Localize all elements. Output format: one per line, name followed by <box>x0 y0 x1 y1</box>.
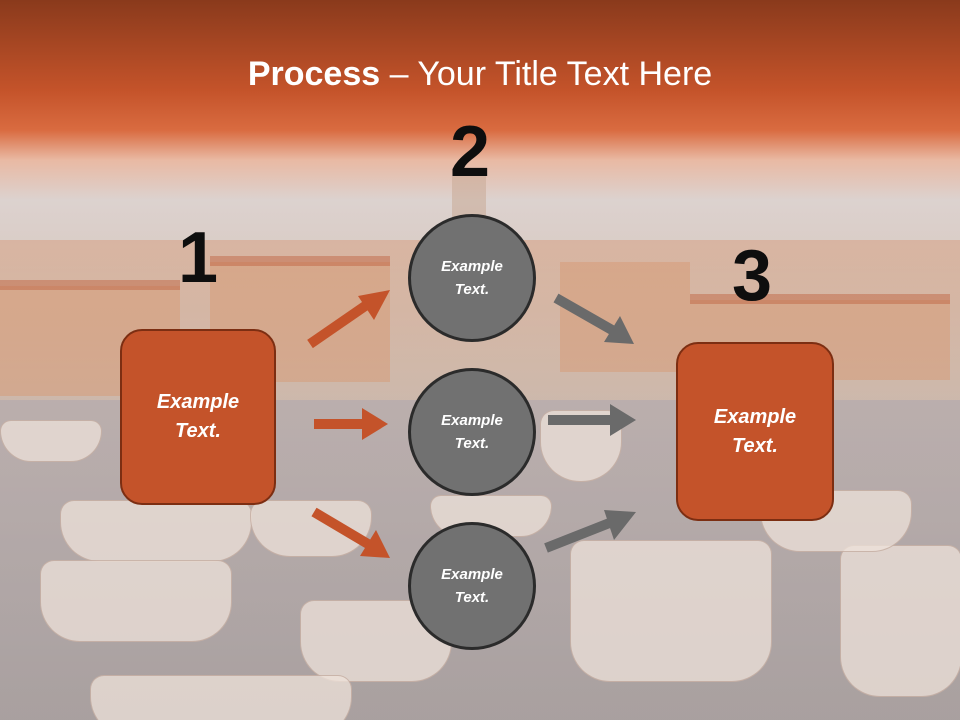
title-bold: Process <box>247 55 381 93</box>
step-1-box: Example Text. <box>120 329 276 505</box>
background-boat <box>60 500 252 562</box>
step-3-box: Example Text. <box>676 342 834 521</box>
background-boat <box>570 540 772 682</box>
background-boat <box>0 420 102 462</box>
step-number-1: 1 <box>178 218 219 298</box>
circle-middle-text: Example Text. <box>441 412 503 452</box>
arrow-from-circle-2 <box>548 404 636 436</box>
step-number-3: 3 <box>732 236 773 316</box>
step-1-text: Example Text. <box>156 391 240 442</box>
title-rest: – Your Title Text Here <box>380 55 713 93</box>
arrow-from-circle-3 <box>544 510 636 553</box>
arrow-from-circle-1 <box>553 293 634 344</box>
background-roof <box>690 294 950 304</box>
background-boat <box>90 675 352 720</box>
step-2-circle-bottom: Example Text. <box>408 522 536 650</box>
step-2-circle-top: Example Text. <box>408 214 536 342</box>
background-roof <box>210 256 390 266</box>
arrow-to-circle-2 <box>314 408 388 440</box>
arrow-to-circle-1 <box>307 290 390 349</box>
background-boat <box>250 500 372 557</box>
background-roof <box>0 280 180 290</box>
step-3-text: Example Text. <box>713 405 797 457</box>
arrow-to-circle-3 <box>311 507 390 558</box>
step-number-2: 2 <box>450 112 491 192</box>
slide-title: Process – Your Title Text Here <box>0 52 960 96</box>
background-boat <box>840 545 960 697</box>
background-boat <box>40 560 232 642</box>
circle-top-text: Example Text. <box>441 258 503 298</box>
circle-bottom-text: Example Text. <box>441 566 503 606</box>
step-2-circle-middle: Example Text. <box>408 368 536 496</box>
